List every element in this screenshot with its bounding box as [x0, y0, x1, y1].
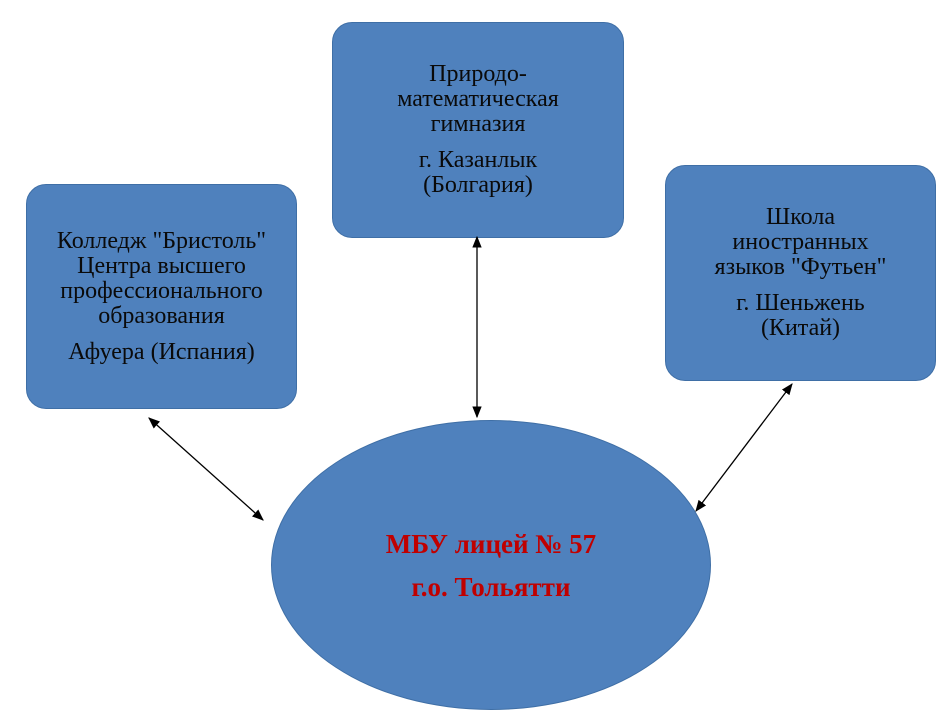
node-title-line: образования — [98, 302, 225, 329]
main-node-title: МБУ лицей № 57 — [385, 528, 597, 559]
node-title-line: иностранных — [732, 229, 869, 255]
arrow-left-to-main — [148, 417, 264, 521]
node-title-line: Колледж "Бристоль" — [56, 227, 267, 254]
node-location: Афуера (Испания) — [68, 338, 255, 365]
node-location: г. Казанлык — [418, 147, 538, 173]
partner-node-bristol-college: Колледж "Бристоль" Центра высшего профес… — [26, 184, 297, 409]
node-location: (Китай) — [760, 315, 841, 341]
node-title-line: математическая — [397, 86, 559, 112]
node-location: г. Шеньжень — [736, 290, 865, 316]
main-node-lyceum-57: МБУ лицей № 57 г.о. Тольятти — [271, 420, 711, 710]
partner-node-kazanlak-gymnasium: Природо- математическая гимназия г. Каза… — [332, 22, 624, 238]
node-location: (Болгария) — [423, 172, 533, 198]
partner-node-futian-school: Школа иностранных языков "Футьен" г. Шен… — [665, 165, 936, 381]
node-title-line: профессионального — [60, 277, 263, 304]
node-title-line: языков "Футьен" — [714, 254, 887, 280]
node-title-line: Природо- — [429, 61, 527, 87]
main-node-city: г.о. Тольятти — [411, 571, 571, 602]
node-title-line: Школа — [766, 204, 835, 230]
arrow-right-to-main — [695, 383, 793, 512]
node-title-line: гимназия — [430, 111, 526, 137]
node-title-line: Центра высшего — [77, 252, 246, 279]
